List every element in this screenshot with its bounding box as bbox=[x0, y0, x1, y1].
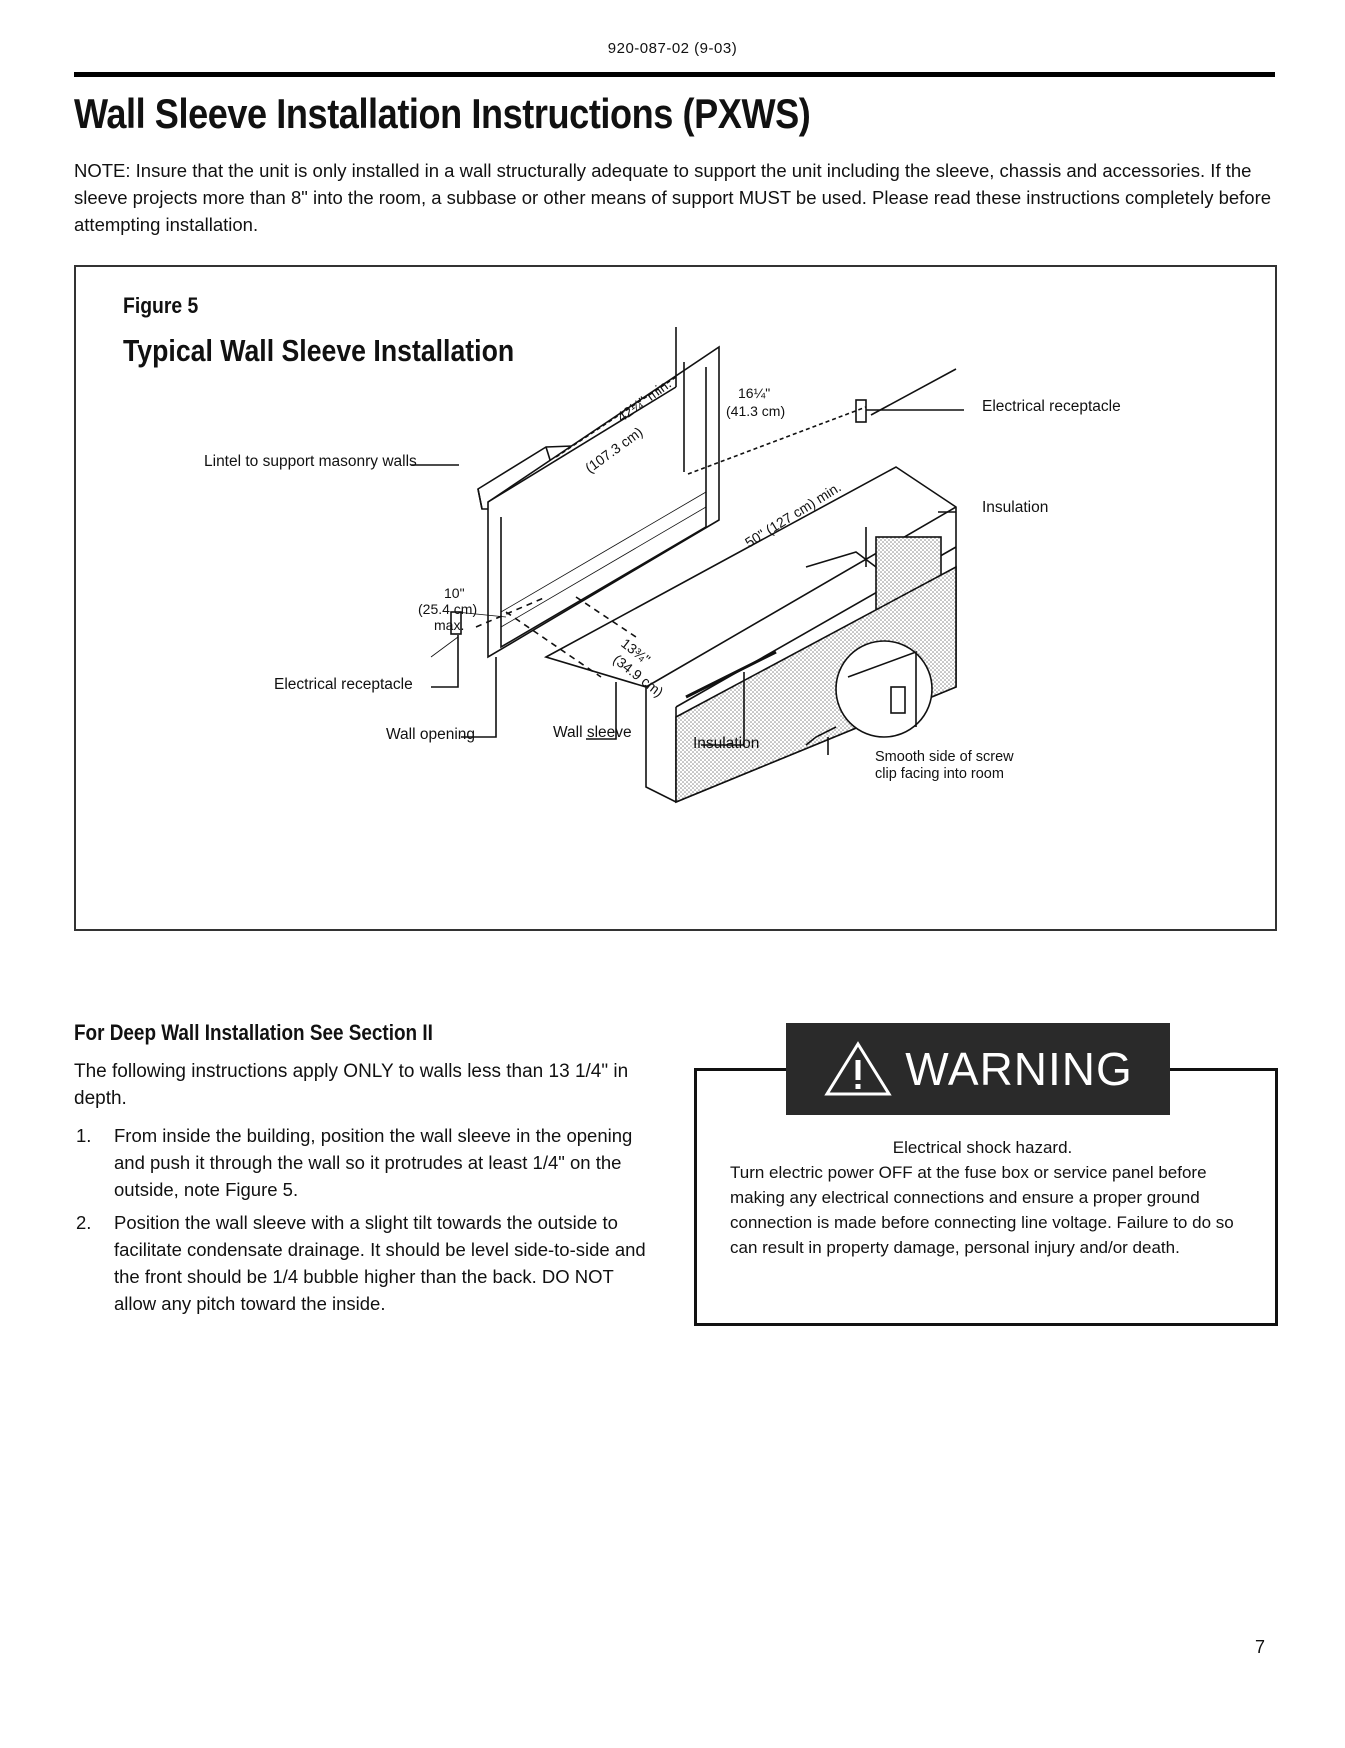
callout-wall-sleeve: Wall sleeve bbox=[553, 724, 632, 741]
dim-height-cm: (41.3 cm) bbox=[726, 403, 786, 419]
warning-body: Electrical shock hazard. Turn electric p… bbox=[730, 1135, 1235, 1260]
callout-screw-clip: Smooth side of screw clip facing into ro… bbox=[875, 749, 1014, 783]
step-number: 1. bbox=[76, 1125, 92, 1146]
dim-max-cm: (25.4 cm) bbox=[418, 601, 478, 617]
receptacle-right bbox=[855, 399, 867, 423]
warning-triangle-icon bbox=[824, 1041, 892, 1096]
wall-sleeve-diagram bbox=[411, 327, 964, 804]
callout-receptacle-right: Electrical receptacle bbox=[982, 398, 1121, 415]
dim-max-label: max. bbox=[434, 617, 465, 633]
callout-lintel: Lintel to support masonry walls bbox=[204, 453, 417, 470]
warning-text: Turn electric power OFF at the fuse box … bbox=[730, 1163, 1234, 1257]
dim-height-in: 16¼" bbox=[738, 385, 771, 401]
page-number: 7 bbox=[1255, 1637, 1266, 1657]
dim-max-in: 10" bbox=[444, 585, 465, 601]
screw-clip-line-2: clip facing into room bbox=[875, 766, 1004, 782]
list-item: 1. From inside the building, position th… bbox=[74, 1122, 654, 1203]
step-text: Position the wall sleeve with a slight t… bbox=[114, 1212, 646, 1314]
callout-receptacle-left: Electrical receptacle bbox=[274, 676, 413, 693]
step-text: From inside the building, position the w… bbox=[114, 1125, 633, 1200]
warning-lead: Electrical shock hazard. bbox=[892, 1138, 1073, 1157]
page-title: Wall Sleeve Installation Instructions (P… bbox=[74, 90, 811, 137]
warning-banner-text: WARNING bbox=[905, 1043, 1133, 1095]
callout-wall-opening: Wall opening bbox=[386, 726, 476, 743]
callout-insulation-right: Insulation bbox=[982, 499, 1049, 516]
wall-opening-outline bbox=[487, 345, 720, 659]
figure-label: Figure 5 bbox=[123, 293, 199, 318]
steps-list: 1. From inside the building, position th… bbox=[74, 1122, 654, 1323]
screw-clip-line-1: Smooth side of screw bbox=[875, 749, 1014, 765]
document-id: 920-087-02 (9-03) bbox=[607, 40, 738, 57]
section-heading: For Deep Wall Installation See Section I… bbox=[74, 1020, 433, 1045]
callout-insulation-bottom: Insulation bbox=[693, 735, 760, 752]
figure-box: Figure 5 Typical Wall Sleeve Installatio… bbox=[74, 265, 1277, 931]
section-intro: The following instructions apply ONLY to… bbox=[74, 1061, 629, 1109]
figure-title: Typical Wall Sleeve Installation bbox=[123, 333, 515, 368]
step-number: 2. bbox=[76, 1212, 92, 1233]
intro-note: NOTE: Insure that the unit is only insta… bbox=[74, 160, 1272, 235]
screw-clip-detail bbox=[835, 640, 933, 738]
header-rule bbox=[74, 72, 1275, 77]
warning-banner: WARNING bbox=[786, 1023, 1170, 1115]
list-item: 2. Position the wall sleeve with a sligh… bbox=[74, 1209, 654, 1317]
